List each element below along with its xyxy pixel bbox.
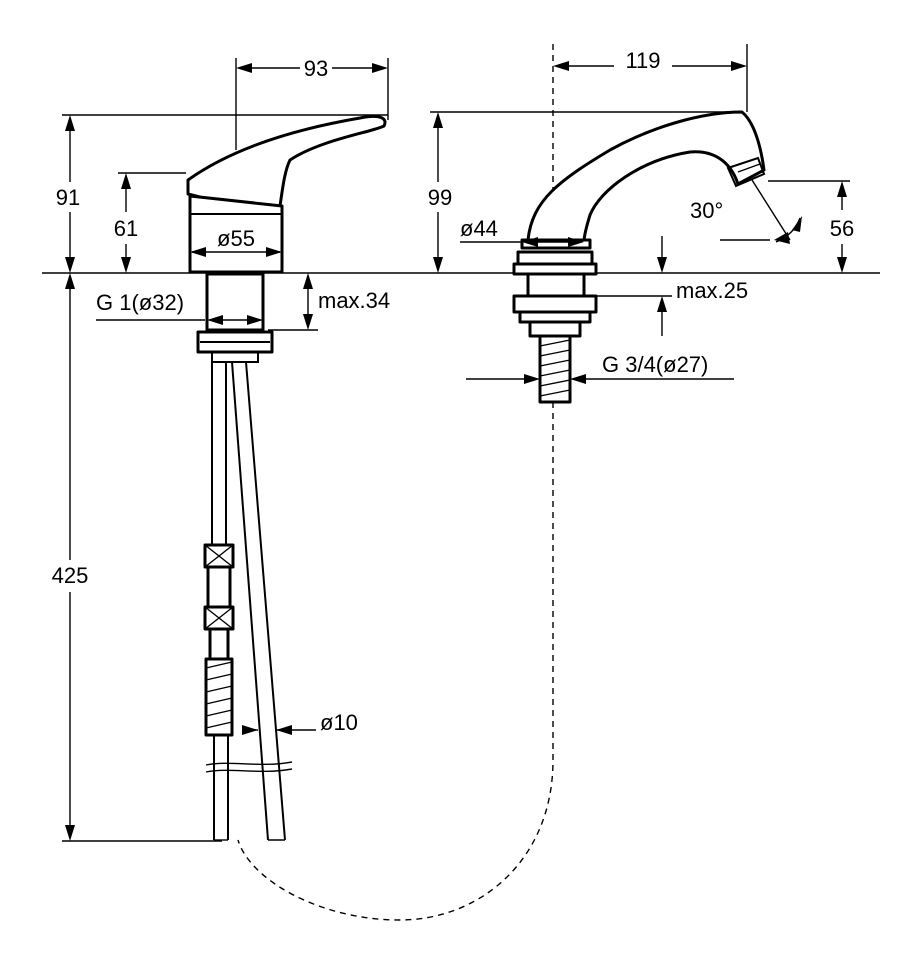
- dim-hose-length: 425: [52, 563, 89, 588]
- supply-pipes: [203, 361, 293, 841]
- dim-spout-angle: 30°: [690, 198, 723, 223]
- right-dimensions: 119 99 ø44 30° 56 max.25: [428, 44, 854, 384]
- right-spout-view: [237, 44, 766, 921]
- dim-left-total-height: 91: [56, 185, 80, 210]
- dim-left-body-height: 61: [114, 216, 138, 241]
- mixer-lever: [186, 114, 387, 208]
- dim-left-thread: G 1(ø32): [96, 290, 184, 315]
- left-mixer-view: [186, 114, 387, 841]
- spout-threaded-shank: [538, 334, 572, 404]
- dim-hose-diameter: ø10: [320, 710, 358, 735]
- dim-left-width: 93: [304, 56, 328, 81]
- hose-routing: [237, 402, 554, 921]
- dim-right-base-diameter: ø44: [460, 216, 498, 241]
- dim-left-max: max.34: [318, 288, 390, 313]
- spout: [526, 110, 766, 244]
- spout-base-flange: [520, 238, 592, 250]
- dim-right-height: 99: [428, 185, 452, 210]
- dim-outlet-height: 56: [830, 216, 854, 241]
- dim-right-max: max.25: [676, 278, 748, 303]
- dim-left-body-diameter: ø55: [217, 226, 255, 251]
- left-dimensions: 93 91 61 ø55 G 1(ø32) max.34: [42, 56, 880, 842]
- dim-right-thread: G 3/4(ø27): [602, 352, 708, 377]
- dim-right-reach: 119: [625, 48, 660, 73]
